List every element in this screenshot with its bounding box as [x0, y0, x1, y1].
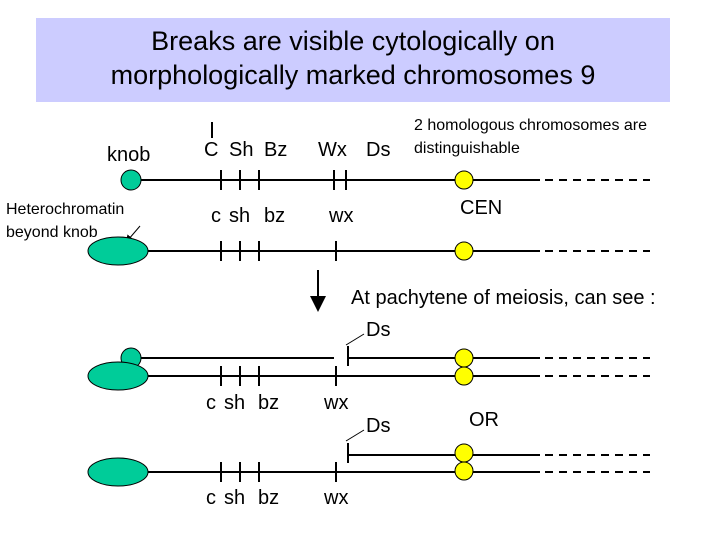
knob-label: knob	[107, 144, 150, 166]
title-box: Breaks are visible cytologically on morp…	[36, 18, 670, 102]
top-chromosome-lower	[87, 236, 650, 266]
mid-gene-label-bz: bz	[258, 392, 279, 414]
heterochromatin-label-line-1: Heterochromatin	[6, 201, 124, 218]
knob-large	[87, 236, 149, 266]
mid-chromosome-upper	[120, 346, 650, 369]
title-line-2: morphologically marked chromosomes 9	[110, 60, 596, 90]
bottom-gene-label-sh: sh	[224, 487, 245, 509]
centromere	[454, 348, 474, 368]
centromere	[454, 366, 474, 386]
gene-label-c: c	[211, 205, 221, 227]
cen-label: CEN	[460, 197, 502, 219]
centromere	[454, 241, 474, 261]
gene-label-Sh: Sh	[229, 139, 253, 161]
heterochromatin-label-line-2: beyond knob	[6, 224, 98, 241]
top-chromosome-upper	[120, 122, 650, 191]
knob-large	[87, 361, 149, 391]
centromere	[454, 443, 474, 463]
mid-chromosome-lower	[87, 361, 650, 391]
gene-label-Wx: Wx	[318, 139, 347, 161]
gene-label-Bz: Bz	[264, 139, 287, 161]
mid-gene-label-c: c	[206, 392, 216, 414]
or-label: OR	[469, 409, 499, 431]
mid-ds-label: Ds	[366, 319, 390, 341]
bottom-ds-pointer	[345, 429, 365, 442]
gene-label-Ds: Ds	[366, 139, 390, 161]
gene-label-C: C	[204, 139, 218, 161]
bottom-gene-label-wx: wx	[323, 487, 348, 509]
homologous-note-line-2: distinguishable	[414, 140, 520, 157]
knob-large	[87, 457, 149, 487]
pachytene-label: At pachytene of meiosis, can see :	[351, 287, 656, 309]
bottom-gene-label-c: c	[206, 487, 216, 509]
gene-label-sh: sh	[229, 205, 250, 227]
gene-label-bz: bz	[264, 205, 285, 227]
gene-label-wx: wx	[328, 205, 353, 227]
bottom-chromosome-lower	[87, 457, 650, 487]
bottom-gene-label-bz: bz	[258, 487, 279, 509]
centromere	[454, 461, 474, 481]
mid-ds-pointer	[345, 333, 365, 346]
bottom-chromosome-upper	[347, 443, 650, 463]
title-line-1: Breaks are visible cytologically on	[151, 26, 555, 56]
homologous-note-line-1: 2 homologous chromosomes are	[414, 117, 647, 134]
mid-gene-label-sh: sh	[224, 392, 245, 414]
bottom-ds-label: Ds	[366, 415, 390, 437]
knob-small	[120, 169, 142, 191]
centromere	[454, 170, 474, 190]
slide-title: Breaks are visible cytologically on morp…	[36, 24, 670, 92]
mid-gene-label-wx: wx	[323, 392, 348, 414]
